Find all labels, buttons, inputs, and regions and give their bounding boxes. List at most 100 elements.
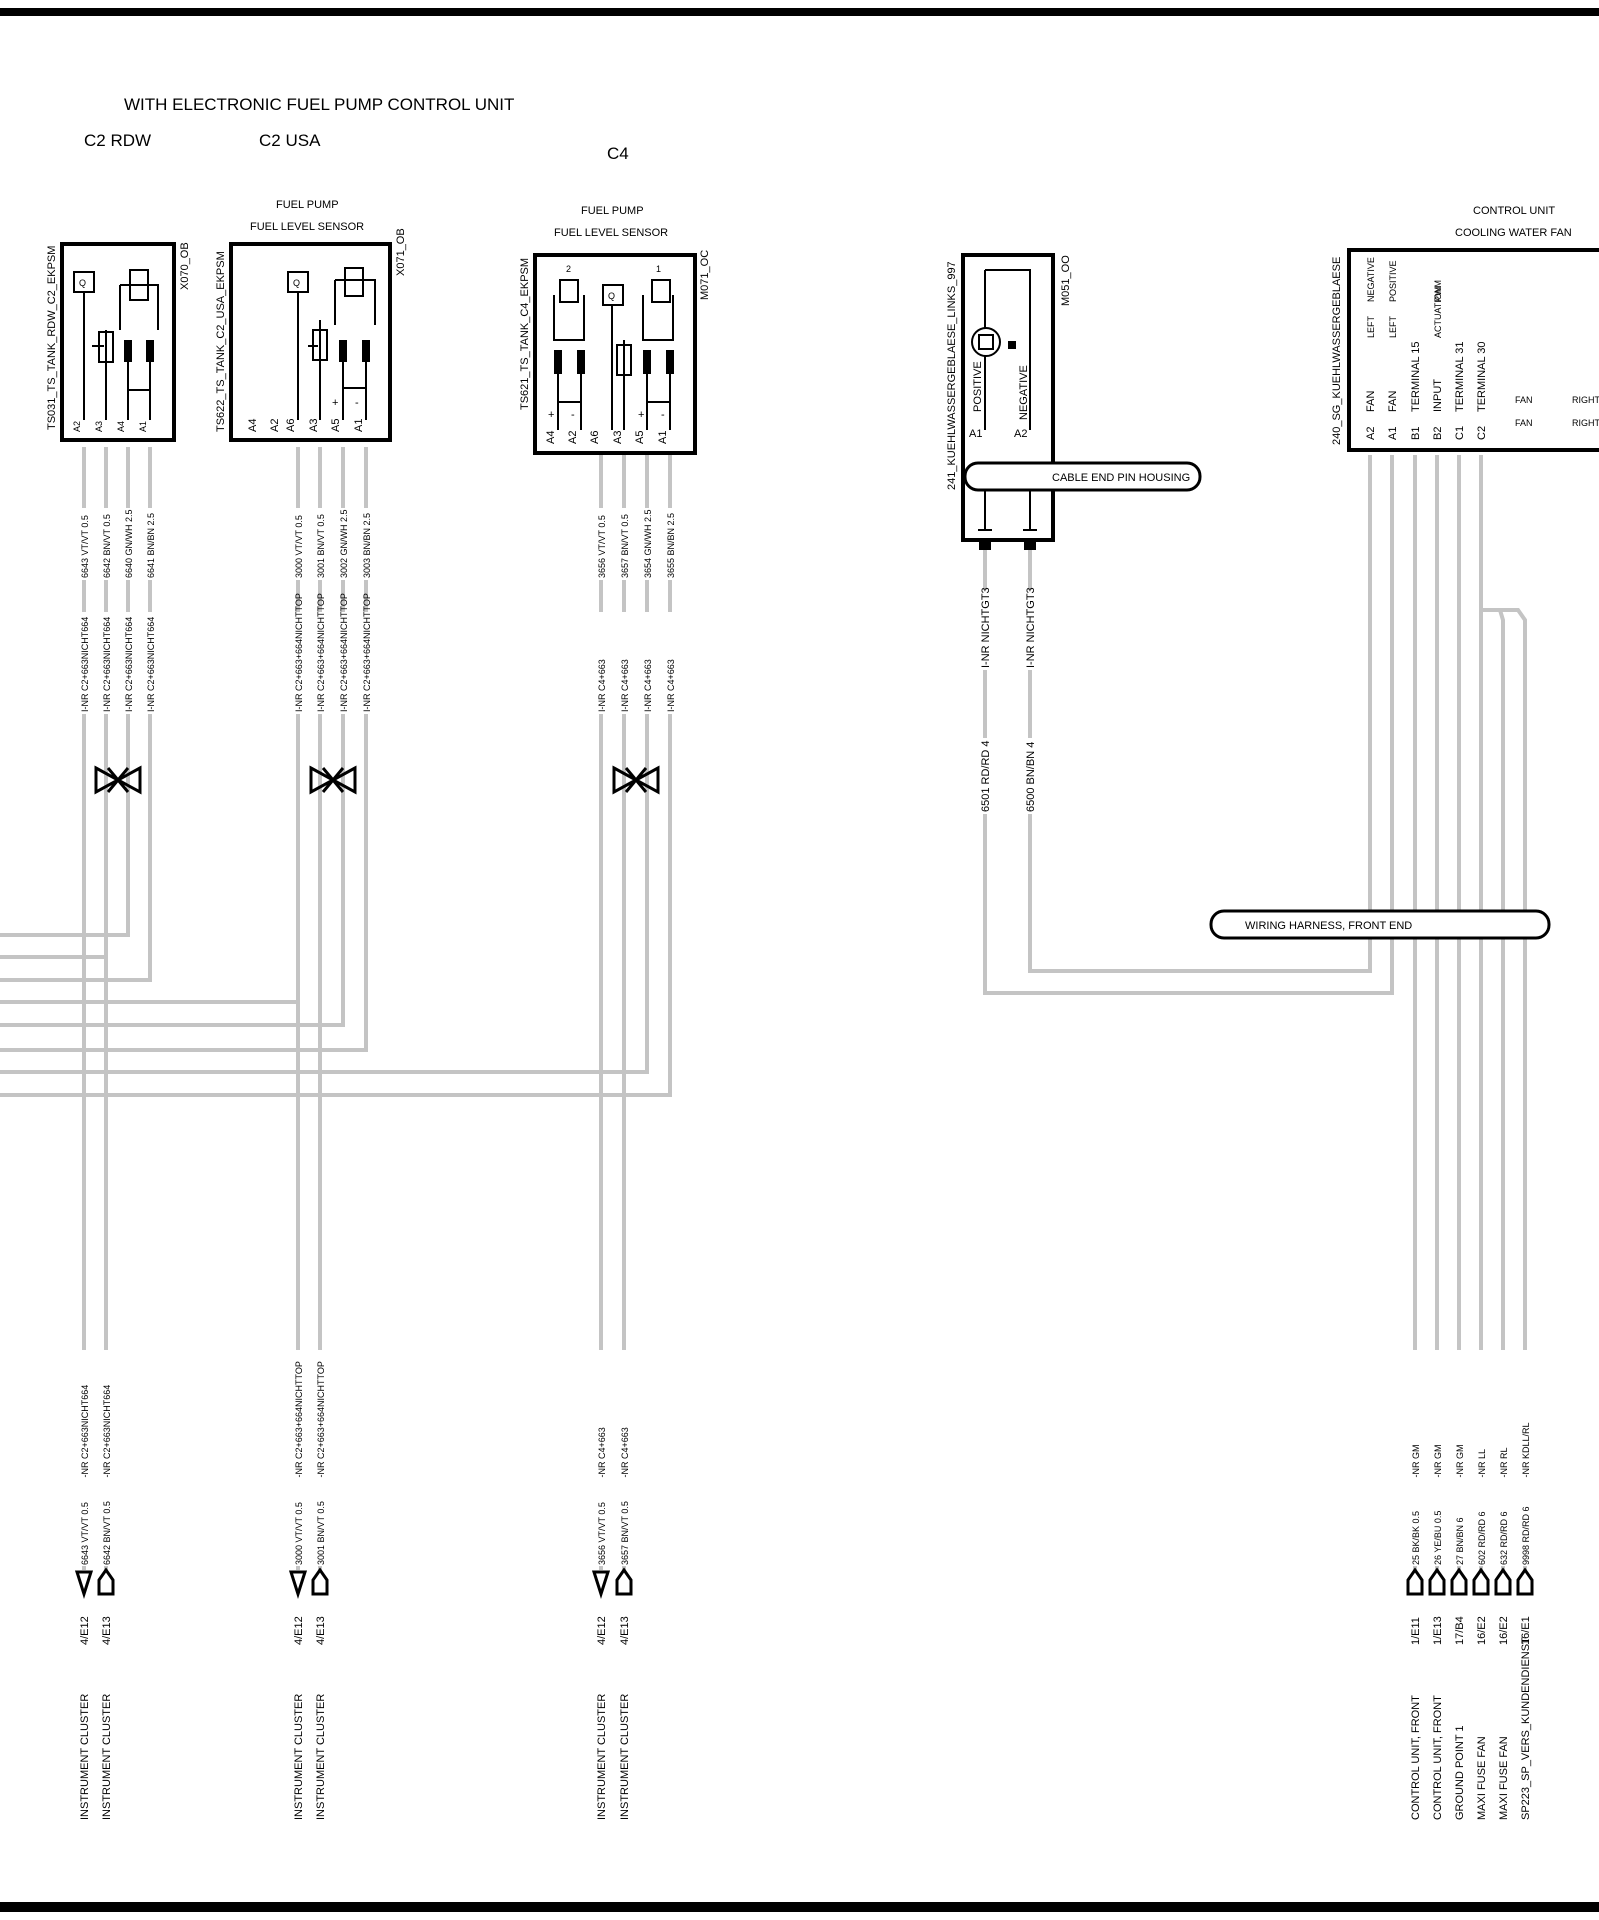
bottom-dest-0-0: INSTRUMENT CLUSTER xyxy=(79,1694,91,1820)
splice-symbol-2 xyxy=(612,765,660,795)
bottom-ref-3-3: 16/E2 xyxy=(1476,1616,1488,1645)
terminal-pin-icon xyxy=(1450,1567,1468,1596)
x071-code-label: X071_OB xyxy=(395,228,407,276)
cu-func-3: INPUT xyxy=(1432,379,1444,412)
comp_m071-inr-2: I-NR C4+663 xyxy=(643,659,653,712)
bottom-wire-0-0: 6643 VT/VT 0.5 xyxy=(80,1502,90,1565)
bottom-wire-2-0: 3656 VT/VT 0.5 xyxy=(597,1502,607,1565)
m071-num-2: 2 xyxy=(566,264,571,274)
cu-title-1: CONTROL UNIT xyxy=(1473,205,1555,217)
m071-title-1: FUEL PUMP xyxy=(581,205,644,217)
bottom-wire-1-0: 3000 VT/VT 0.5 xyxy=(294,1502,304,1565)
cu-sub-1: LEFT xyxy=(1388,315,1398,338)
harness-front-end-label: WIRING HARNESS, FRONT END xyxy=(1245,920,1412,932)
bottom-inr-3-2: I-NR GM xyxy=(1455,1445,1465,1481)
terminal-pin-icon xyxy=(311,1567,329,1596)
top-border xyxy=(0,8,1599,16)
svg-text:Q: Q xyxy=(608,291,615,301)
comp_x070-wire-3: 6641 BN/BN 2.5 xyxy=(146,513,156,578)
bottom-ref-1-0: 4/E12 xyxy=(293,1616,305,1645)
bottom-wire-3-2: 27 BN/BN 6 xyxy=(1455,1517,1465,1565)
x070-pin-a3: A3 xyxy=(94,421,104,432)
bottom-dest-3-5: SP223_SP_VERS_KUNDENDIENST xyxy=(1520,1637,1532,1820)
terminal-pin-icon xyxy=(97,1567,115,1596)
bottom-dest-3-1: CONTROL UNIT, FRONT xyxy=(1432,1695,1444,1820)
wire-bundle xyxy=(0,447,1527,1570)
comp_m071-inr-0: I-NR C4+663 xyxy=(597,659,607,712)
svg-text:Q: Q xyxy=(293,278,300,288)
bottom-inr-2-1: I-NR C4+663 xyxy=(620,1427,630,1480)
x070-pin-a1: A1 xyxy=(138,421,148,432)
cu-pin-3: B2 xyxy=(1432,427,1444,440)
comp_x070-inr-1: I-NR C2+663NICHT664 xyxy=(102,617,112,712)
comp_m071-wire-2: 3654 GN/WH 2.5 xyxy=(643,509,653,578)
cu-title-2: COOLING WATER FAN xyxy=(1455,227,1572,239)
m071-code-label: M071_OC xyxy=(699,250,711,300)
bottom-ref-3-4: 16/E2 xyxy=(1498,1616,1510,1645)
cu-pin-1: A1 xyxy=(1387,427,1399,440)
bottom-dest-3-2: GROUND POINT 1 xyxy=(1454,1725,1466,1820)
bottom-inr-2-0: I-NR C4+663 xyxy=(597,1427,607,1480)
cable-end-housing-label: CABLE END PIN HOUSING xyxy=(1052,472,1190,484)
svg-text:Q: Q xyxy=(79,278,86,288)
m071-pin-a6: A6 xyxy=(589,431,601,444)
x070-id-label: TS031_TS_TANK_RDW_C2_EKPSM xyxy=(46,246,58,430)
comp_x070-wire-0: 6643 VT/VT 0.5 xyxy=(80,515,90,578)
x071-pin-a5: A5 xyxy=(330,419,342,432)
bottom-inr-0-0: I-NR C2+663NICHT664 xyxy=(80,1385,90,1480)
terminal-receptacle-icon xyxy=(288,1570,308,1599)
bottom-dest-3-3: MAXI FUSE FAN xyxy=(1476,1736,1488,1820)
bottom-ref-3-5: 16/E1 xyxy=(1520,1616,1532,1645)
comp_m071-inr-3: I-NR C4+663 xyxy=(666,659,676,712)
terminal-pin-icon xyxy=(1406,1567,1424,1596)
bottom-ref-2-1: 4/E13 xyxy=(619,1616,631,1645)
bottom-dest-1-0: INSTRUMENT CLUSTER xyxy=(293,1694,305,1820)
comp_x070-inr-0: I-NR C2+663NICHT664 xyxy=(80,617,90,712)
bottom-inr-1-0: I-NR C2+663+664NICHTTOP xyxy=(294,1361,304,1480)
diagram-title: WITH ELECTRONIC FUEL PUMP CONTROL UNIT xyxy=(124,95,514,114)
component-x071: FUEL PUMP FUEL LEVEL SENSOR TS622_TS_TAN… xyxy=(215,199,407,442)
bottom-wire-3-1: 26 YE/BU 0.5 xyxy=(1433,1511,1443,1565)
m071-pin-a2: A2 xyxy=(567,431,579,444)
bottom-dest-1-1: INSTRUMENT CLUSTER xyxy=(315,1694,327,1820)
bottom-wire-3-5: 9998 RD/RD 6 xyxy=(1521,1506,1531,1565)
x070-code-label: X070_OB xyxy=(179,242,191,290)
component-control-unit: CONTROL UNIT COOLING WATER FAN 240_SG_KU… xyxy=(1331,205,1599,452)
bottom-dest-2-0: INSTRUMENT CLUSTER xyxy=(596,1694,608,1820)
bottom-ref-3-2: 17/B4 xyxy=(1454,1616,1466,1645)
m071-pin-a3: A3 xyxy=(612,431,624,444)
cu-right-fan-1: FAN xyxy=(1515,395,1533,405)
cu-right-1: RIGHT xyxy=(1572,395,1599,405)
x071-id-label: TS622_TS_TANK_C2_USA_EKPSM xyxy=(215,251,227,432)
cable-end-housing xyxy=(963,461,1202,492)
x071-pin-a1: A1 xyxy=(353,419,365,432)
bottom-ref-0-1: 4/E13 xyxy=(101,1616,113,1645)
x071-sign-minus: - xyxy=(355,397,359,409)
comp_m071-inr-1: I-NR C4+663 xyxy=(620,659,630,712)
comp_x070-inr-3: I-NR C2+663NICHT664 xyxy=(146,617,156,712)
cu-func-2: TERMINAL 15 xyxy=(1410,341,1422,412)
bottom-wire-0-1: 6642 BN/VT 0.5 xyxy=(102,1501,112,1565)
bottom-inr-3-0: I-NR GM xyxy=(1411,1445,1421,1481)
m071-sign-2: - xyxy=(571,409,575,421)
x071-title-1: FUEL PUMP xyxy=(276,199,339,211)
m071-num-1: 1 xyxy=(656,264,661,274)
m071-pin-a4: A4 xyxy=(545,431,557,444)
bottom-dest-0-1: INSTRUMENT CLUSTER xyxy=(101,1694,113,1820)
m071-title-2: FUEL LEVEL SENSOR xyxy=(554,227,668,239)
comp_x071-wire-2: 3002 GN/WH 2.5 xyxy=(339,509,349,578)
cu-right-fan-2: FAN xyxy=(1515,418,1533,428)
cu-sub-0: LEFT xyxy=(1366,315,1376,338)
comp_m071-wire-3: 3655 BN/BN 2.5 xyxy=(666,513,676,578)
variant-c2-rdw: C2 RDW xyxy=(84,131,151,150)
comp_x071-inr-1: I-NR C2+663+664NICHTTOP xyxy=(316,593,326,712)
bottom-wire-3-3: 602 RD/RD 6 xyxy=(1477,1511,1487,1565)
bottom-ref-3-1: 1/E13 xyxy=(1432,1616,1444,1645)
splice-symbol-0 xyxy=(94,765,142,795)
cu-func-0: FAN xyxy=(1365,391,1377,412)
bottom-terminals: I-NR C2+663NICHT664 6643 VT/VT 0.5 4/E12IN… xyxy=(74,1350,1534,1820)
component-x070: TS031_TS_TANK_RDW_C2_EKPSM X070_OB Q A2 … xyxy=(46,242,191,442)
cu-func-4: TERMINAL 31 xyxy=(1454,341,1466,412)
